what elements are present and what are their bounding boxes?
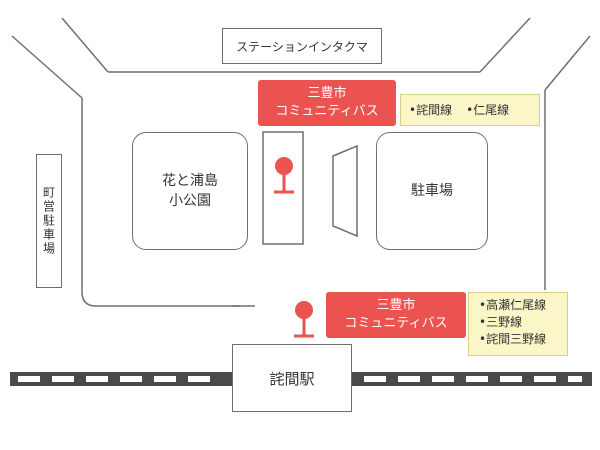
park-label-line1: 花と浦島 — [162, 173, 218, 189]
bus-label-south-line1: 三豊市 — [376, 298, 416, 313]
road-edge — [61, 17, 109, 73]
road-edge — [544, 35, 591, 91]
route-item: •高瀬仁尾線 — [479, 298, 547, 312]
park-label-line2: 小公園 — [169, 193, 211, 209]
bus-stop-pin-south — [294, 301, 314, 338]
railway-dashes — [18, 376, 582, 382]
road-edge — [81, 291, 240, 307]
station-label: 詫間駅 — [269, 369, 315, 388]
bus-label-south: 三豊市 コミュニティバス — [326, 292, 466, 338]
route-item: •三野線 — [479, 315, 523, 329]
bus-stop-pin-north — [274, 157, 294, 194]
bus-label-north: 三豊市 コミュニティバス — [258, 80, 396, 126]
route-note-north: •詫間線 •仁尾線 — [400, 94, 540, 126]
road-edge — [479, 17, 531, 73]
route-item: •仁尾線 — [466, 102, 510, 117]
route-note-south: •高瀬仁尾線 •三野線 •詫間三野線 — [468, 292, 568, 356]
parking-block: 駐車場 — [376, 132, 488, 250]
bus-label-north-line2: コミュニティバス — [275, 104, 379, 119]
parking-label: 駐車場 — [411, 183, 453, 199]
bus-label-south-line2: コミュニティバス — [344, 316, 448, 331]
top-street-label: ステーションインタクマ — [222, 28, 382, 64]
route-item: •詫間線 — [409, 102, 453, 117]
route-item: •詫間三野線 — [479, 332, 547, 346]
left-parking-label: 町営駐車場 — [36, 154, 62, 288]
road-edge — [11, 35, 83, 99]
bus-label-north-line1: 三豊市 — [307, 86, 347, 101]
park-block: 花と浦島 小公園 — [132, 132, 248, 250]
left-parking-label-text: 町営駐車場 — [41, 186, 56, 256]
road-island — [332, 144, 358, 238]
top-street-label-text: ステーションインタクマ — [236, 39, 368, 54]
station-block: 詫間駅 — [232, 344, 352, 412]
